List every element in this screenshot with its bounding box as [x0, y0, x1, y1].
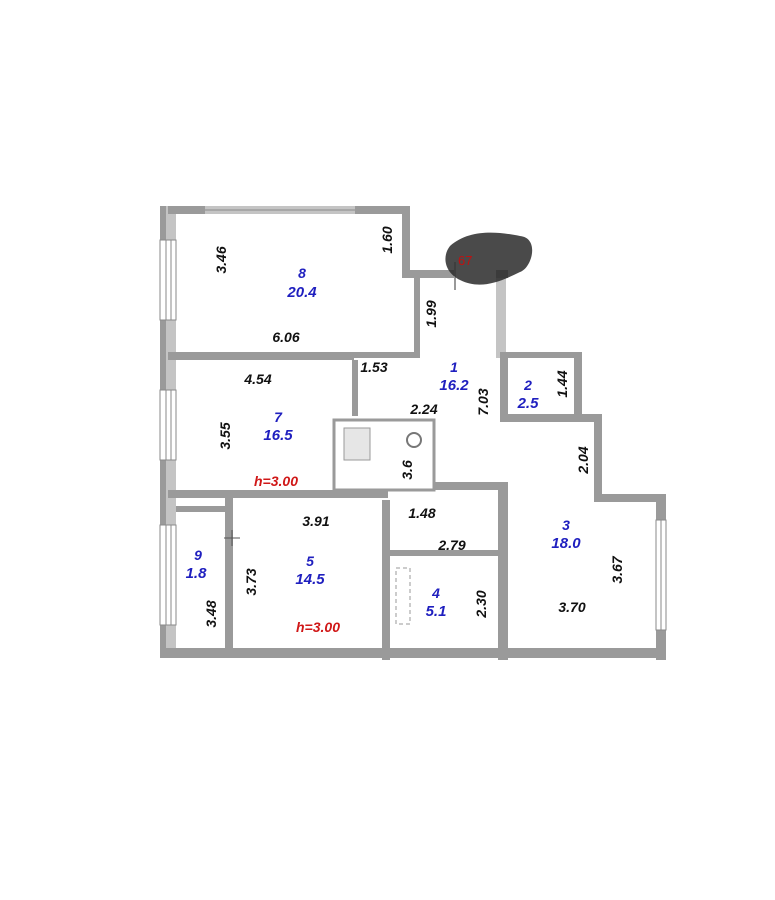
wall-bath-room4 [390, 550, 498, 556]
dim-room8-height: 3.46 [213, 246, 229, 273]
wall-9-5 [225, 498, 233, 648]
dim-3-67: 3.67 [609, 555, 625, 583]
wall-7-5 [168, 490, 388, 498]
room-9-area: 1.8 [186, 565, 208, 582]
dim-3-73: 3.73 [243, 568, 259, 595]
wall-room2-top [508, 352, 580, 358]
wall-room2-left [500, 352, 508, 422]
wc-toilet [406, 432, 422, 448]
wall-step [402, 270, 454, 278]
dim-2-30: 2.30 [473, 590, 489, 618]
room-7-area: 16.5 [263, 427, 293, 444]
room-3-area: 18.0 [551, 535, 581, 552]
dimensions: 3.46 6.06 1.60 1.99 4.54 3.55 1.53 2.24 … [203, 226, 625, 627]
room-5-number: 5 [306, 553, 314, 569]
dim-room2-h: 1.44 [554, 370, 570, 397]
outer-wall-bottom [160, 648, 666, 658]
dim-7-03: 7.03 [475, 388, 491, 415]
window-left-3 [159, 524, 177, 626]
room-2-area: 2.5 [517, 395, 540, 412]
room4-shelf [395, 567, 411, 625]
wall-room8-inner [414, 278, 420, 358]
dim-2-24: 2.24 [409, 401, 437, 417]
wc-fixture [343, 427, 371, 461]
wall-7-hall [352, 360, 358, 416]
room-9-number: 9 [194, 547, 202, 563]
room-7-ceiling: h=3.00 [254, 473, 298, 489]
wall-9-top [176, 506, 226, 512]
wall-room8-right [402, 206, 410, 278]
wall-room3-step [594, 494, 666, 502]
dim-3-48: 3.48 [203, 600, 219, 627]
wall-room3-upper-right [594, 414, 602, 502]
ink-stamp [445, 232, 533, 285]
stamp-text: 67 [458, 253, 472, 268]
dim-1-53: 1.53 [360, 359, 387, 375]
room-5-area: 14.5 [295, 571, 325, 588]
dim-3-91: 3.91 [302, 513, 329, 529]
dim-room8-width: 6.06 [272, 329, 299, 345]
room-1-area: 16.2 [439, 377, 469, 394]
room-3-number: 3 [562, 517, 570, 533]
wall-8-hall [354, 352, 420, 358]
window-left-1 [159, 239, 177, 321]
window-left-2 [159, 389, 177, 461]
wall-room3-left [498, 482, 508, 660]
room-8-area: 20.4 [286, 284, 317, 301]
room-7-number: 7 [274, 409, 283, 425]
dim-1-99: 1.99 [423, 300, 439, 327]
dim-1-48: 1.48 [408, 505, 435, 521]
room-labels: 8 20.4 1 16.2 2 2.5 7 16.5 h=3.00 3 18.0… [186, 265, 582, 635]
wall-8-7 [168, 352, 354, 360]
dim-3-70: 3.70 [558, 599, 585, 615]
wall-bath-top [432, 482, 500, 490]
wall-corridor-right [496, 278, 506, 358]
dim-2-04: 2.04 [575, 446, 591, 474]
room-2-number: 2 [523, 377, 532, 393]
dim-wc: 3.6 [399, 460, 415, 480]
dim-room7-width: 4.54 [243, 371, 271, 387]
dim-2-79: 2.79 [437, 537, 465, 553]
room-8-number: 8 [298, 265, 306, 281]
room-4-number: 4 [431, 585, 440, 601]
walls: 67 [159, 206, 667, 660]
room-5-ceiling: h=3.00 [296, 619, 340, 635]
dim-corridor-top: 1.60 [379, 226, 395, 253]
room-1-number: 1 [450, 359, 458, 375]
wall-room2-right [574, 352, 582, 414]
wall-5-bath [382, 500, 390, 660]
wall-room2-bottom [500, 414, 600, 422]
dim-room7-height: 3.55 [217, 422, 233, 449]
room-4-area: 5.1 [426, 603, 447, 620]
